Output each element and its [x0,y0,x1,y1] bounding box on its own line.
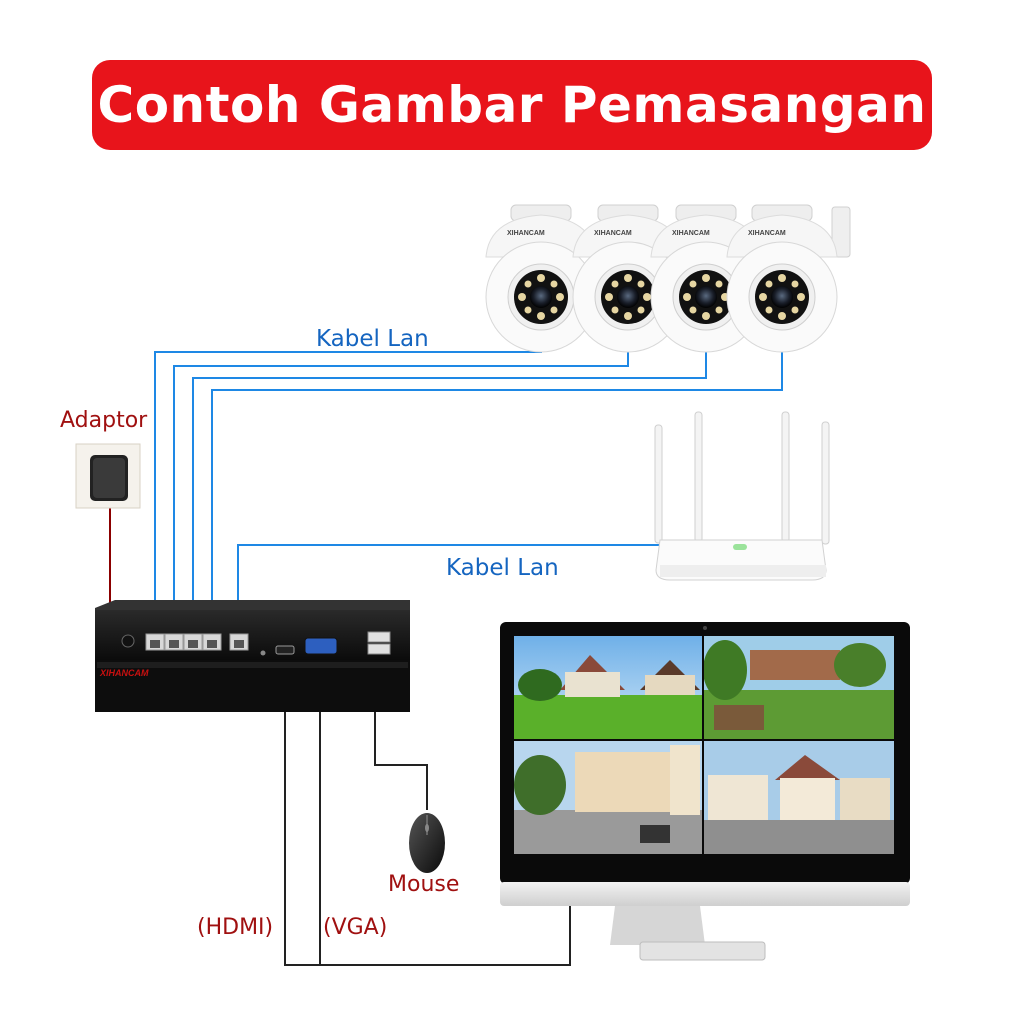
vga-label: (VGA) [323,915,387,940]
camera-group: XIHANCAM XIHANCAM XIHANCAM [486,205,850,352]
camera-feed-3 [514,741,702,854]
monitor-icon [500,622,910,960]
mouse-label: Mouse [388,872,459,897]
adaptor-label: Adaptor [60,408,148,433]
camera-feed-2 [703,636,894,739]
nvr-icon: XIHANCAM [95,600,410,712]
camera-brand: XIHANCAM [748,230,786,237]
nvr-brand: XIHANCAM [99,668,149,678]
adaptor-icon [76,444,140,508]
camera-brand: XIHANCAM [672,230,710,237]
lan-label-router: Kabel Lan [446,555,559,581]
camera-icon: XIHANCAM [727,205,850,352]
lan-label-cameras: Kabel Lan [316,326,429,352]
router-icon [655,412,829,580]
hdmi-label: (HDMI) [197,915,273,940]
camera-brand: XIHANCAM [594,230,632,237]
camera-feed-1 [514,636,702,739]
lan-cables-cameras [155,330,782,640]
mouse-icon [409,813,445,873]
camera-brand: XIHANCAM [507,230,545,237]
camera-feed-4 [704,741,894,854]
